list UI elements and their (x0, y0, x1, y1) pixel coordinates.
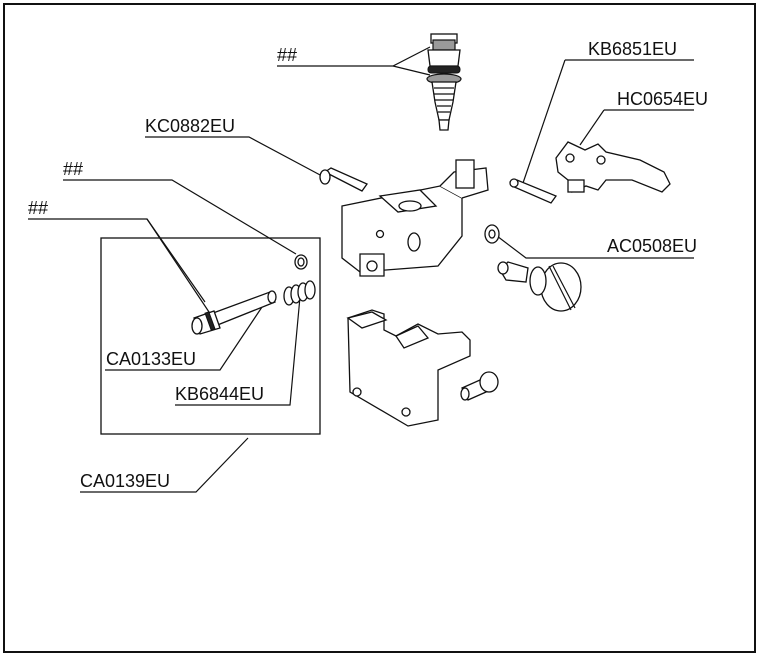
label-ca0139eu: CA0139EU (80, 471, 171, 491)
spring-kb6844-drawing (283, 280, 316, 306)
leader-lines (28, 46, 694, 493)
label-o-ring: ## (63, 159, 84, 179)
o-ring-drawing (294, 254, 308, 270)
label-kb6851eu: KB6851EU (588, 39, 678, 59)
top-valve-part-drawing (426, 33, 462, 131)
lever-hc0654-drawing (555, 141, 671, 193)
diagram-frame (3, 3, 756, 653)
label-kb6844eu: KB6844EU (175, 384, 265, 404)
subassembly-box (100, 237, 321, 435)
label-kc0882eu: KC0882EU (145, 116, 236, 136)
thumb-screw-drawing (497, 261, 582, 312)
cap-screw-drawing (460, 371, 499, 401)
washer-ac0508-drawing (484, 224, 500, 244)
shaft-ca0133-drawing (191, 290, 277, 335)
label-hc0654eu: HC0654EU (617, 89, 709, 109)
pin-kb6851-drawing (509, 178, 558, 204)
label-ca0133eu: CA0133EU (106, 349, 197, 369)
main-bracket-drawing (341, 159, 489, 277)
label-ac0508eu: AC0508EU (607, 236, 698, 256)
screw-kc0882-drawing (319, 167, 368, 192)
lower-block-drawing (346, 309, 471, 427)
label-shaft: ## (28, 198, 49, 218)
label-top-valve: ## (277, 45, 298, 65)
